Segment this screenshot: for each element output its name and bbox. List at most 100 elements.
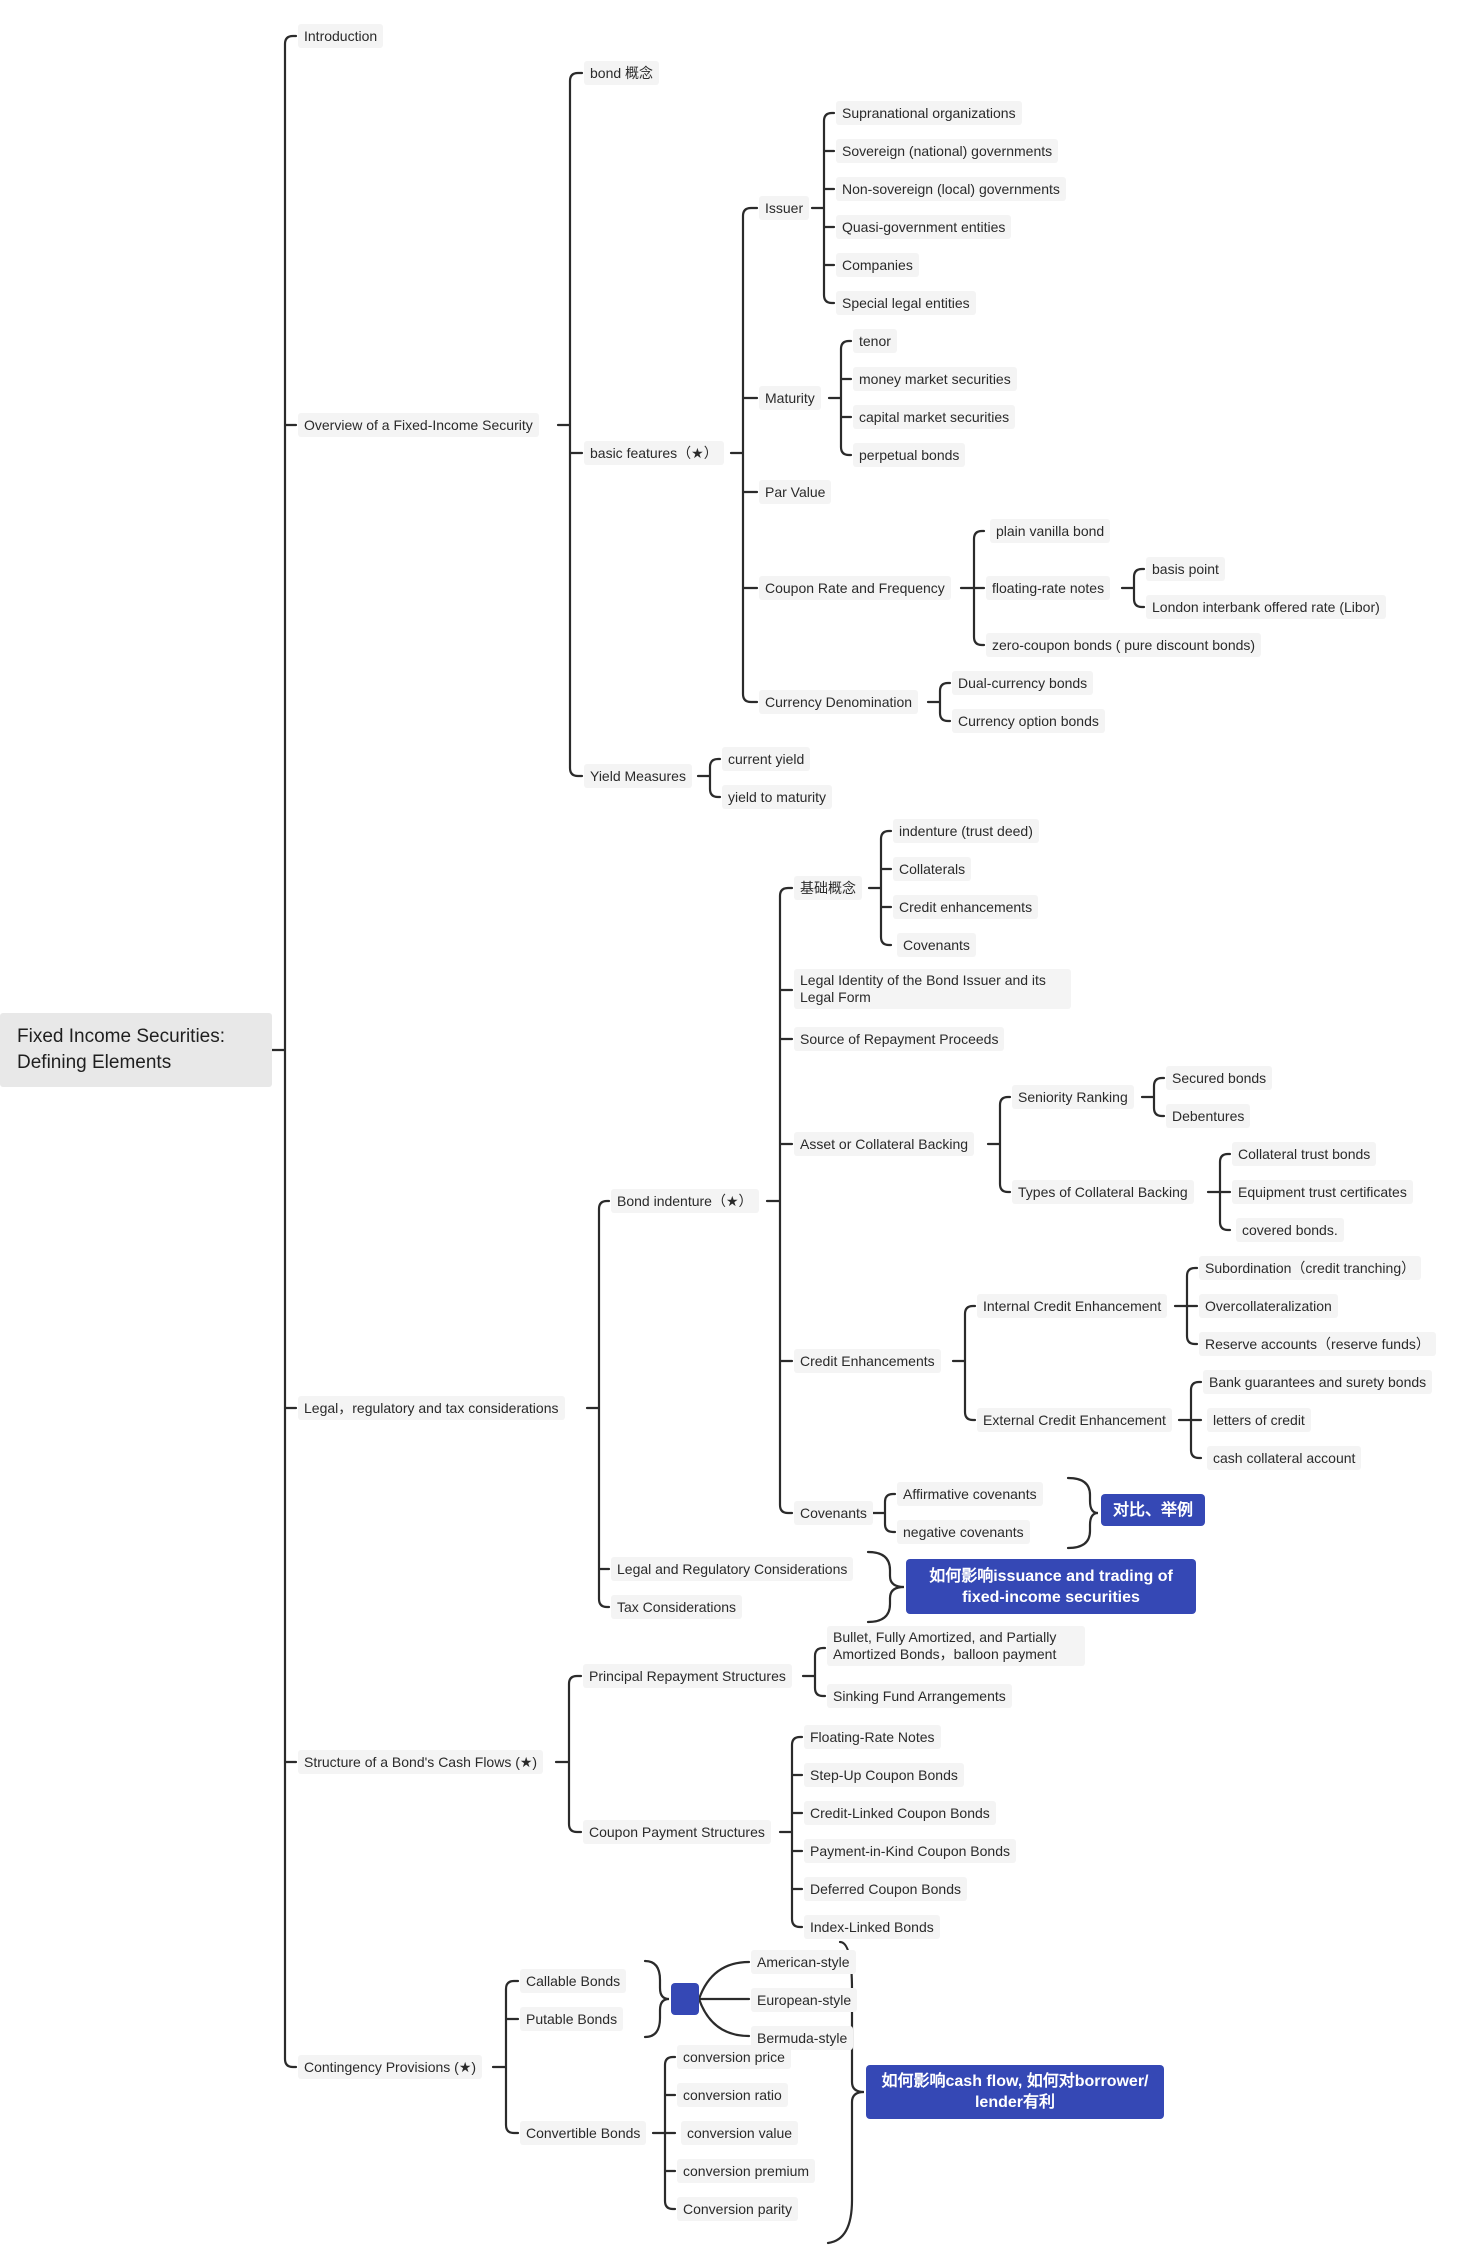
- external-item[interactable]: Bank guarantees and surety bonds: [1203, 1370, 1433, 1394]
- topic-introduction[interactable]: Introduction: [298, 24, 384, 48]
- currency-item[interactable]: Dual-currency bonds: [952, 671, 1094, 695]
- node-par-value[interactable]: Par Value: [759, 480, 832, 504]
- node-repayment-source[interactable]: Source of Repayment Proceeds: [794, 1027, 1005, 1051]
- issuer-item[interactable]: Companies: [836, 253, 919, 277]
- topic-legal[interactable]: Legal，regulatory and tax considerations: [298, 1396, 565, 1420]
- convertible-item[interactable]: conversion price: [677, 2045, 791, 2069]
- collateral-item[interactable]: Equipment trust certificates: [1232, 1180, 1413, 1204]
- callout-compare[interactable]: 对比、举例: [1101, 1494, 1205, 1526]
- frn-item[interactable]: London interbank offered rate (Libor): [1146, 595, 1386, 619]
- basic-concept-item[interactable]: Covenants: [897, 933, 976, 957]
- connector-basic-concepts: [867, 829, 893, 947]
- coupon-zero-coupon[interactable]: zero-coupon bonds ( pure discount bonds): [986, 633, 1262, 657]
- connector-covenants: [871, 1492, 897, 1534]
- node-legal-regulatory[interactable]: Legal and Regulatory Considerations: [611, 1557, 854, 1581]
- yield-item[interactable]: yield to maturity: [722, 785, 833, 809]
- node-basic-features[interactable]: basic features（★）: [584, 441, 724, 465]
- principal-item[interactable]: Bullet, Fully Amortized, and Partially A…: [827, 1626, 1085, 1666]
- coupon-structure-item[interactable]: Deferred Coupon Bonds: [804, 1877, 967, 1901]
- callout-issuance[interactable]: 如何影响issuance and trading of fixed-income…: [906, 1559, 1196, 1614]
- node-principal-repayment[interactable]: Principal Repayment Structures: [583, 1664, 792, 1688]
- root-topic[interactable]: Fixed Income Securities: Defining Elemen…: [0, 1013, 272, 1087]
- node-bond-concept[interactable]: bond 概念: [584, 61, 660, 85]
- connector-coupon: [959, 529, 986, 647]
- principal-item[interactable]: Sinking Fund Arrangements: [827, 1684, 1012, 1708]
- style-item[interactable]: American-style: [751, 1950, 856, 1974]
- maturity-item[interactable]: tenor: [853, 329, 897, 353]
- brace-call-put: [643, 1959, 670, 2039]
- maturity-item[interactable]: perpetual bonds: [853, 443, 966, 467]
- internal-item[interactable]: Overcollateralization: [1199, 1294, 1338, 1318]
- coupon-structure-item[interactable]: Credit-Linked Coupon Bonds: [804, 1801, 996, 1825]
- coupon-structure-item[interactable]: Index-Linked Bonds: [804, 1915, 940, 1939]
- node-collateral-types[interactable]: Types of Collateral Backing: [1012, 1180, 1194, 1204]
- internal-item[interactable]: Reserve accounts（reserve funds）: [1199, 1332, 1436, 1356]
- convertible-item[interactable]: conversion ratio: [677, 2083, 788, 2107]
- basic-concept-item[interactable]: indenture (trust deed): [893, 819, 1039, 843]
- basic-concept-item[interactable]: Collaterals: [893, 857, 972, 881]
- node-asset-backing[interactable]: Asset or Collateral Backing: [794, 1132, 975, 1156]
- node-legal-identity[interactable]: Legal Identity of the Bond Issuer and it…: [794, 969, 1071, 1009]
- issuer-item[interactable]: Special legal entities: [836, 291, 976, 315]
- node-external-credit-enh[interactable]: External Credit Enhancement: [977, 1408, 1172, 1432]
- node-internal-credit-enh[interactable]: Internal Credit Enhancement: [977, 1294, 1168, 1318]
- node-covenants[interactable]: Covenants: [794, 1501, 873, 1525]
- node-bond-indenture[interactable]: Bond indenture（★）: [611, 1189, 759, 1213]
- node-tax-considerations[interactable]: Tax Considerations: [611, 1595, 743, 1619]
- node-convertible-bonds[interactable]: Convertible Bonds: [520, 2121, 647, 2145]
- connector-contingency: [491, 1979, 520, 2135]
- seniority-item[interactable]: Secured bonds: [1166, 1066, 1273, 1090]
- coupon-floating-rate-notes[interactable]: floating-rate notes: [986, 576, 1111, 600]
- convertible-item[interactable]: conversion value: [681, 2121, 799, 2145]
- node-basic-concepts[interactable]: 基础概念: [794, 876, 862, 900]
- topic-cashflows[interactable]: Structure of a Bond's Cash Flows (★): [298, 1750, 544, 1774]
- external-item[interactable]: letters of credit: [1207, 1408, 1311, 1432]
- node-maturity[interactable]: Maturity: [759, 386, 821, 410]
- covenant-item[interactable]: negative covenants: [897, 1520, 1030, 1544]
- issuer-item[interactable]: Sovereign (national) governments: [836, 139, 1059, 163]
- node-coupon-rate[interactable]: Coupon Rate and Frequency: [759, 576, 951, 600]
- node-issuer[interactable]: Issuer: [759, 196, 810, 220]
- connector-maturity: [827, 339, 853, 457]
- coupon-structure-item[interactable]: Payment-in-Kind Coupon Bonds: [804, 1839, 1017, 1863]
- node-seniority-ranking[interactable]: Seniority Ranking: [1012, 1085, 1134, 1109]
- issuer-item[interactable]: Supranational organizations: [836, 101, 1022, 125]
- issuer-item[interactable]: Non-sovereign (local) governments: [836, 177, 1066, 201]
- collateral-item[interactable]: Collateral trust bonds: [1232, 1142, 1377, 1166]
- basic-concept-item[interactable]: Credit enhancements: [893, 895, 1039, 919]
- currency-item[interactable]: Currency option bonds: [952, 709, 1105, 733]
- maturity-item[interactable]: capital market securities: [853, 405, 1016, 429]
- coupon-structure-item[interactable]: Floating-Rate Notes: [804, 1725, 941, 1749]
- connector-internal: [1173, 1266, 1199, 1346]
- frn-item[interactable]: basis point: [1146, 557, 1225, 581]
- coupon-plain-vanilla[interactable]: plain vanilla bond: [990, 519, 1111, 543]
- seniority-item[interactable]: Debentures: [1166, 1104, 1251, 1128]
- connector-styles: [697, 1960, 751, 2038]
- issuer-item[interactable]: Quasi-government entities: [836, 215, 1012, 239]
- brace-legal: [866, 1550, 905, 1624]
- callout-blank[interactable]: [671, 1983, 699, 2015]
- style-item[interactable]: European-style: [751, 1988, 858, 2012]
- convertible-item[interactable]: Conversion parity: [677, 2197, 798, 2221]
- connector-frn: [1120, 567, 1146, 609]
- node-credit-enhancements[interactable]: Credit Enhancements: [794, 1349, 941, 1373]
- coupon-structure-item[interactable]: Step-Up Coupon Bonds: [804, 1763, 964, 1787]
- maturity-item[interactable]: money market securities: [853, 367, 1017, 391]
- connector-root: [270, 34, 298, 2069]
- callout-cashflow[interactable]: 如何影响cash flow, 如何对borrower/ lender有利: [866, 2065, 1164, 2119]
- collateral-item[interactable]: covered bonds.: [1236, 1218, 1344, 1242]
- node-callable-bonds[interactable]: Callable Bonds: [520, 1969, 627, 1993]
- node-coupon-structures[interactable]: Coupon Payment Structures: [583, 1820, 771, 1844]
- convertible-item[interactable]: conversion premium: [677, 2159, 816, 2183]
- topic-contingency[interactable]: Contingency Provisions (★): [298, 2055, 483, 2079]
- external-item[interactable]: cash collateral account: [1207, 1446, 1362, 1470]
- node-currency-denomination[interactable]: Currency Denomination: [759, 690, 919, 714]
- node-putable-bonds[interactable]: Putable Bonds: [520, 2007, 624, 2031]
- node-yield-measures[interactable]: Yield Measures: [584, 764, 692, 788]
- topic-overview[interactable]: Overview of a Fixed-Income Security: [298, 413, 539, 437]
- yield-item[interactable]: current yield: [722, 747, 811, 771]
- connector-currency: [926, 681, 952, 723]
- covenant-item[interactable]: Affirmative covenants: [897, 1482, 1043, 1506]
- style-item[interactable]: Bermuda-style: [751, 2026, 854, 2050]
- internal-item[interactable]: Subordination（credit tranching）: [1199, 1256, 1422, 1280]
